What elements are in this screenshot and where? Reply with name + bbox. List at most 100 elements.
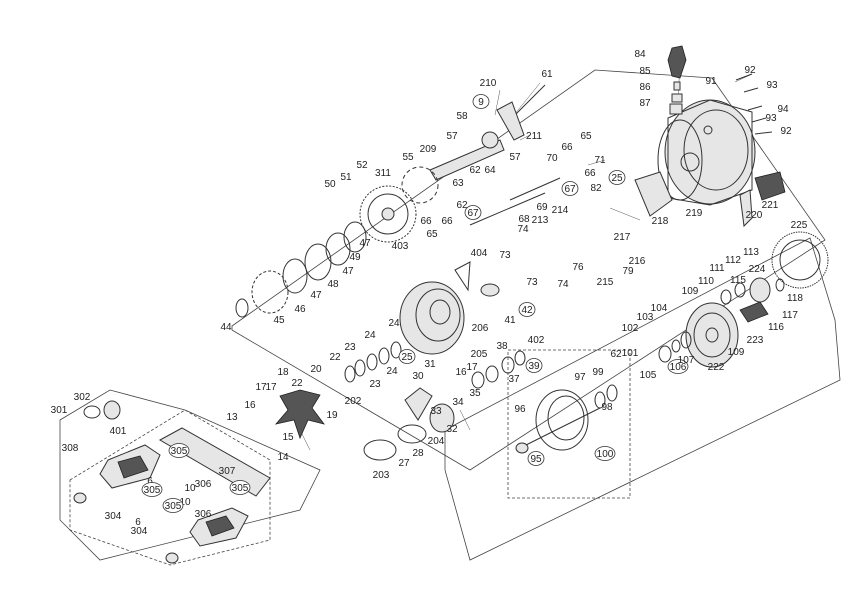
label-circle xyxy=(472,94,490,109)
part-label-62: 62 xyxy=(610,349,622,360)
part-number: 64 xyxy=(484,165,496,176)
part-label-304: 304 xyxy=(131,526,148,537)
part-number: 62 xyxy=(610,349,622,360)
part-number: 93 xyxy=(766,80,778,91)
part-number: 86 xyxy=(639,82,651,93)
part-label-44: 44 xyxy=(220,322,232,333)
part-number: 225 xyxy=(791,220,808,231)
part-label-306: 306 xyxy=(195,479,212,490)
part-label-225: 225 xyxy=(791,220,808,231)
part-label-102: 102 xyxy=(622,323,639,334)
part-label-42: 42 xyxy=(518,302,536,317)
part-number: 304 xyxy=(105,511,122,522)
part-label-16: 16 xyxy=(244,400,256,411)
part-label-67: 67 xyxy=(464,205,482,220)
side-cover-222 xyxy=(685,302,739,368)
part-number: 103 xyxy=(637,312,654,323)
part-label-38: 38 xyxy=(496,341,508,352)
knob-parts-110-118 xyxy=(720,277,785,323)
part-number: 99 xyxy=(592,367,604,378)
part-label-19: 19 xyxy=(326,410,338,421)
part-label-97: 97 xyxy=(574,372,586,383)
part-label-50: 50 xyxy=(324,179,336,190)
part-label-22: 22 xyxy=(291,378,303,389)
part-label-110: 110 xyxy=(698,276,714,287)
part-number: 32 xyxy=(446,424,458,435)
part-label-87: 87 xyxy=(639,98,651,109)
screws-right xyxy=(735,73,773,135)
part-number: 47 xyxy=(342,266,354,277)
part-number: 10 xyxy=(179,497,191,508)
part-number: 102 xyxy=(622,323,639,334)
handle-knobs xyxy=(99,444,249,547)
part-label-57: 57 xyxy=(509,152,521,163)
part-label-33: 33 xyxy=(430,406,442,417)
part-number: 224 xyxy=(749,264,766,275)
bracket-210 xyxy=(496,101,525,141)
part-label-67: 67 xyxy=(561,181,579,196)
part-number: 205 xyxy=(471,349,488,360)
part-label-28: 28 xyxy=(412,448,424,459)
part-number: 85 xyxy=(639,66,651,77)
part-number: 218 xyxy=(652,216,669,227)
rod-clamp xyxy=(667,45,687,115)
part-label-63: 63 xyxy=(452,178,464,189)
part-number: 17 xyxy=(255,382,267,393)
part-number: 73 xyxy=(499,250,511,261)
spool xyxy=(515,384,618,454)
part-label-10: 10 xyxy=(184,483,196,494)
part-number: 50 xyxy=(324,179,336,190)
part-label-92: 92 xyxy=(744,65,756,76)
part-label-35: 35 xyxy=(469,388,481,399)
part-number: 14 xyxy=(277,452,289,463)
label-circle xyxy=(561,181,579,196)
part-number: 45 xyxy=(273,315,285,326)
part-number: 220 xyxy=(746,210,763,221)
shaft-69 xyxy=(509,177,561,201)
part-label-9: 9 xyxy=(472,94,490,109)
part-label-15: 15 xyxy=(282,432,294,443)
part-number: 93 xyxy=(765,113,777,124)
part-label-45: 45 xyxy=(273,315,285,326)
part-number: 66 xyxy=(584,168,596,179)
part-label-74: 74 xyxy=(557,279,569,290)
part-number: 73 xyxy=(526,277,538,288)
part-number: 57 xyxy=(446,131,458,142)
part-label-404: 404 xyxy=(471,248,488,259)
part-number: 221 xyxy=(762,200,779,211)
part-label-47: 47 xyxy=(310,290,322,301)
part-number: 17 xyxy=(466,362,478,373)
part-number: 22 xyxy=(291,378,303,389)
part-label-55: 55 xyxy=(402,152,414,163)
label-circle xyxy=(608,170,626,185)
part-number: 65 xyxy=(580,131,592,142)
part-number: 118 xyxy=(787,293,803,304)
part-label-305: 305 xyxy=(162,498,184,513)
part-number: 223 xyxy=(747,335,764,346)
part-number: 31 xyxy=(424,359,436,370)
part-label-305: 305 xyxy=(168,443,190,458)
part-label-27: 27 xyxy=(398,458,410,469)
part-number: 27 xyxy=(398,458,410,469)
label-circle xyxy=(162,498,184,513)
label-circle xyxy=(527,451,545,466)
part-label-221: 221 xyxy=(762,200,779,211)
pinion-209 xyxy=(429,131,505,181)
part-label-111: 111 xyxy=(709,263,725,274)
lever-parts xyxy=(634,171,786,228)
part-number: 35 xyxy=(469,388,481,399)
part-number: 74 xyxy=(557,279,569,290)
part-number: 76 xyxy=(572,262,584,273)
part-label-24: 24 xyxy=(388,318,400,329)
part-number: 401 xyxy=(110,426,127,437)
part-label-306: 306 xyxy=(195,509,212,520)
part-label-79: 79 xyxy=(622,266,634,277)
part-number: 306 xyxy=(195,479,212,490)
part-number: 23 xyxy=(369,379,381,390)
part-label-31: 31 xyxy=(424,359,436,370)
part-label-105: 105 xyxy=(640,370,657,381)
part-number: 209 xyxy=(420,144,437,155)
part-number: 9 xyxy=(478,97,484,108)
part-label-100: 100 xyxy=(594,446,616,461)
part-label-61: 61 xyxy=(541,69,553,80)
